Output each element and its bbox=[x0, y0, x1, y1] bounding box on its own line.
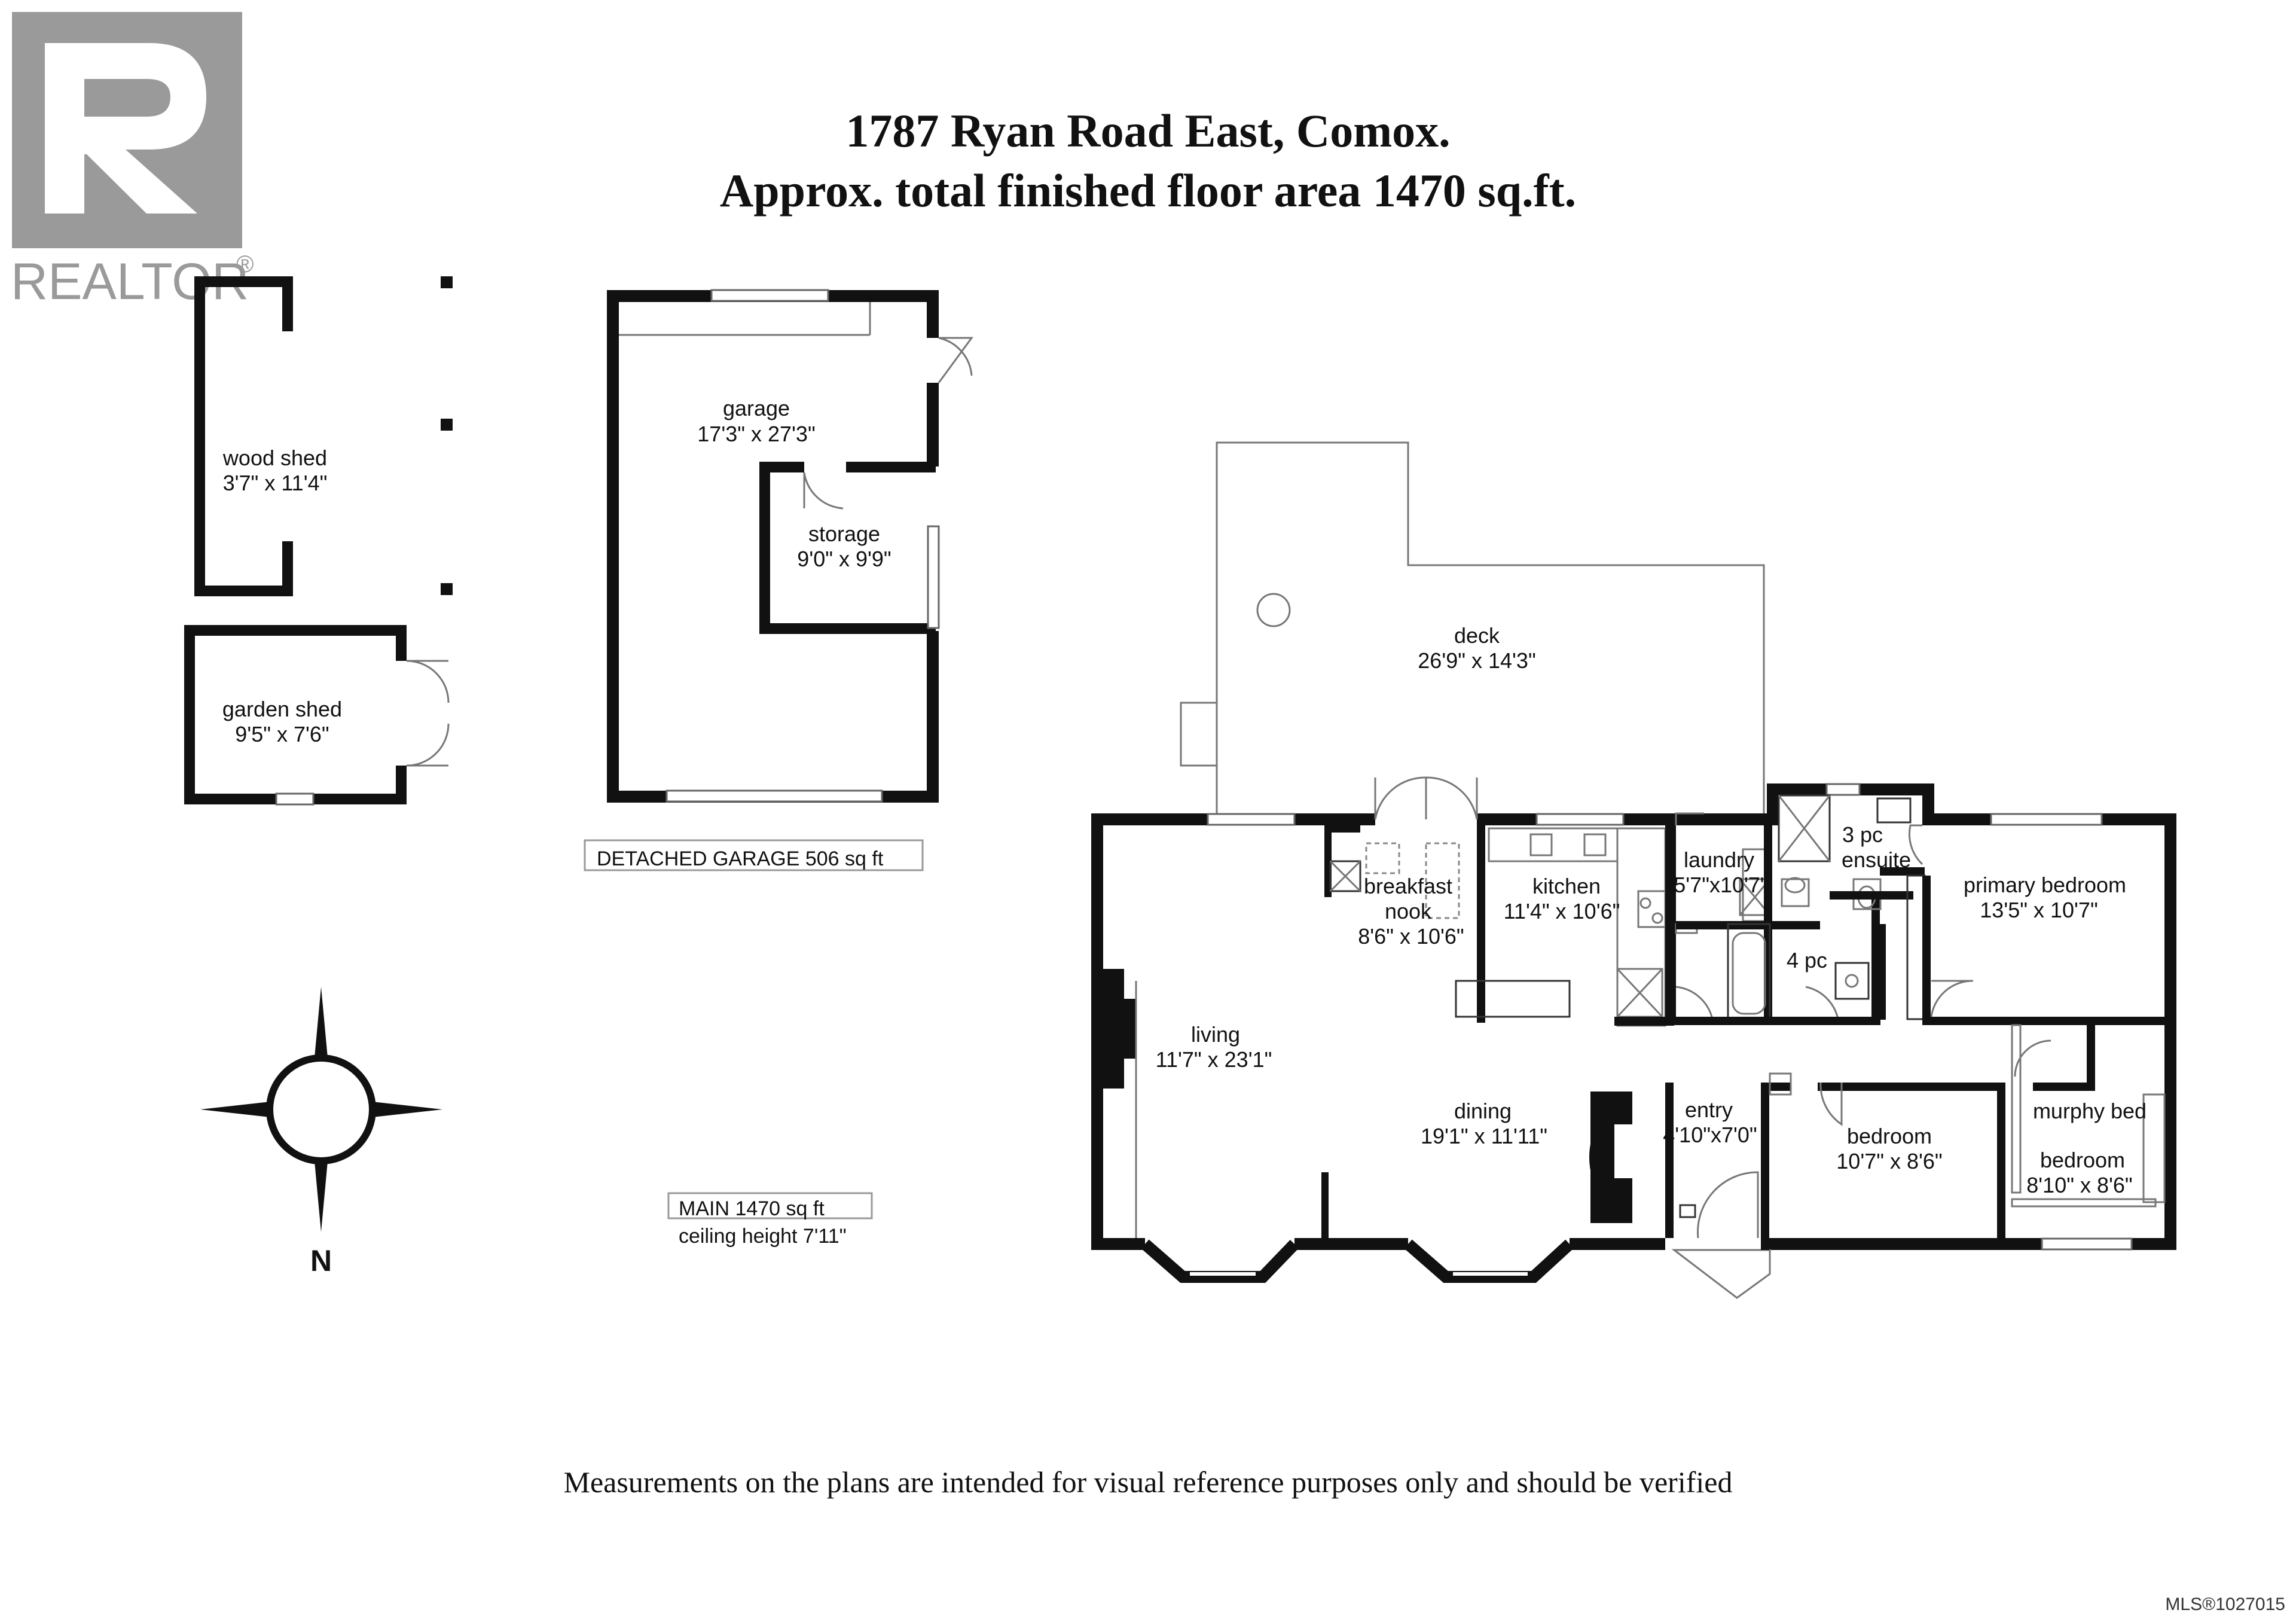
realtor-registered-mark: ® bbox=[236, 251, 254, 278]
dining-name: dining bbox=[1454, 1099, 1512, 1123]
wood-shed-dims: 3'7" x 11'4" bbox=[223, 471, 328, 495]
murphy-bedroom-dims: 8'10" x 8'6" bbox=[2026, 1173, 2132, 1197]
bedroom-name: bedroom bbox=[1847, 1124, 1932, 1148]
main-house bbox=[1091, 776, 2176, 1299]
mls-number: MLS®1027015 bbox=[2165, 1594, 2285, 1614]
deck-name: deck bbox=[1454, 623, 1500, 648]
main-floor-area: MAIN 1470 sq ft bbox=[679, 1197, 825, 1220]
breakfast-name-1: breakfast bbox=[1364, 874, 1452, 898]
total-area-title: Approx. total finished floor area 1470 s… bbox=[720, 164, 1576, 217]
realtor-logo: REALTOR ® bbox=[11, 12, 254, 310]
entry-dims: 4'10"x7'0" bbox=[1663, 1123, 1757, 1147]
deck-dims: 26'9" x 14'3" bbox=[1418, 648, 1535, 673]
disclaimer: Measurements on the plans are intended f… bbox=[564, 1465, 1733, 1499]
laundry-name: laundry bbox=[1684, 847, 1754, 872]
wood-shed-name: wood shed bbox=[222, 446, 327, 470]
garden-shed: garden shed 9'5" x 7'6" bbox=[184, 625, 450, 806]
detached-garage: garage 17'3" x 27'3" storage 9'0" x 9'9"… bbox=[584, 289, 973, 871]
address-title: 1787 Ryan Road East, Comox. bbox=[845, 105, 1450, 157]
murphy-bed-label: murphy bed bbox=[2033, 1099, 2147, 1123]
garden-shed-dims: 9'5" x 7'6" bbox=[235, 722, 329, 746]
murphy-bedroom-name: bedroom bbox=[2040, 1148, 2125, 1172]
deck: deck 26'9" x 14'3" bbox=[1180, 441, 1765, 813]
ensuite-name-2: ensuite bbox=[1842, 847, 1911, 872]
breakfast-name-2: nook bbox=[1385, 899, 1432, 923]
primary-bedroom-dims: 13'5" x 10'7" bbox=[1980, 898, 2097, 922]
garage-dims: 17'3" x 27'3" bbox=[697, 422, 815, 446]
bedroom-dims: 10'7" x 8'6" bbox=[1836, 1149, 1942, 1173]
garden-shed-name: garden shed bbox=[222, 697, 342, 721]
bath-4pc-name: 4 pc bbox=[1787, 948, 1827, 972]
wood-shed: wood shed 3'7" x 11'4" bbox=[194, 276, 453, 596]
room-labels: breakfast nook 8'6" x 10'6" kitchen 11'4… bbox=[1156, 822, 2147, 1197]
living-name: living bbox=[1191, 1022, 1240, 1047]
detached-garage-area: DETACHED GARAGE 506 sq ft bbox=[597, 847, 884, 870]
laundry-dims: 5'7"x10'7" bbox=[1674, 873, 1767, 897]
kitchen-dims: 11'4" x 10'6" bbox=[1504, 899, 1620, 923]
dining-dims: 19'1" x 11'11" bbox=[1421, 1124, 1547, 1148]
ensuite-name-1: 3 pc bbox=[1842, 822, 1883, 847]
garage-name: garage bbox=[723, 396, 790, 420]
entry-name: entry bbox=[1685, 1097, 1733, 1122]
living-dims: 11'7" x 23'1" bbox=[1156, 1047, 1272, 1072]
north-label: N bbox=[310, 1244, 332, 1278]
breakfast-dims: 8'6" x 10'6" bbox=[1358, 924, 1464, 949]
kitchen-name: kitchen bbox=[1532, 874, 1601, 898]
storage-dims: 9'0" x 9'9" bbox=[797, 547, 891, 571]
storage-name: storage bbox=[808, 522, 880, 546]
ceiling-height: ceiling height 7'11" bbox=[679, 1225, 847, 1248]
primary-bedroom-name: primary bedroom bbox=[1964, 873, 2126, 897]
north-arrow-icon: N bbox=[200, 987, 442, 1278]
